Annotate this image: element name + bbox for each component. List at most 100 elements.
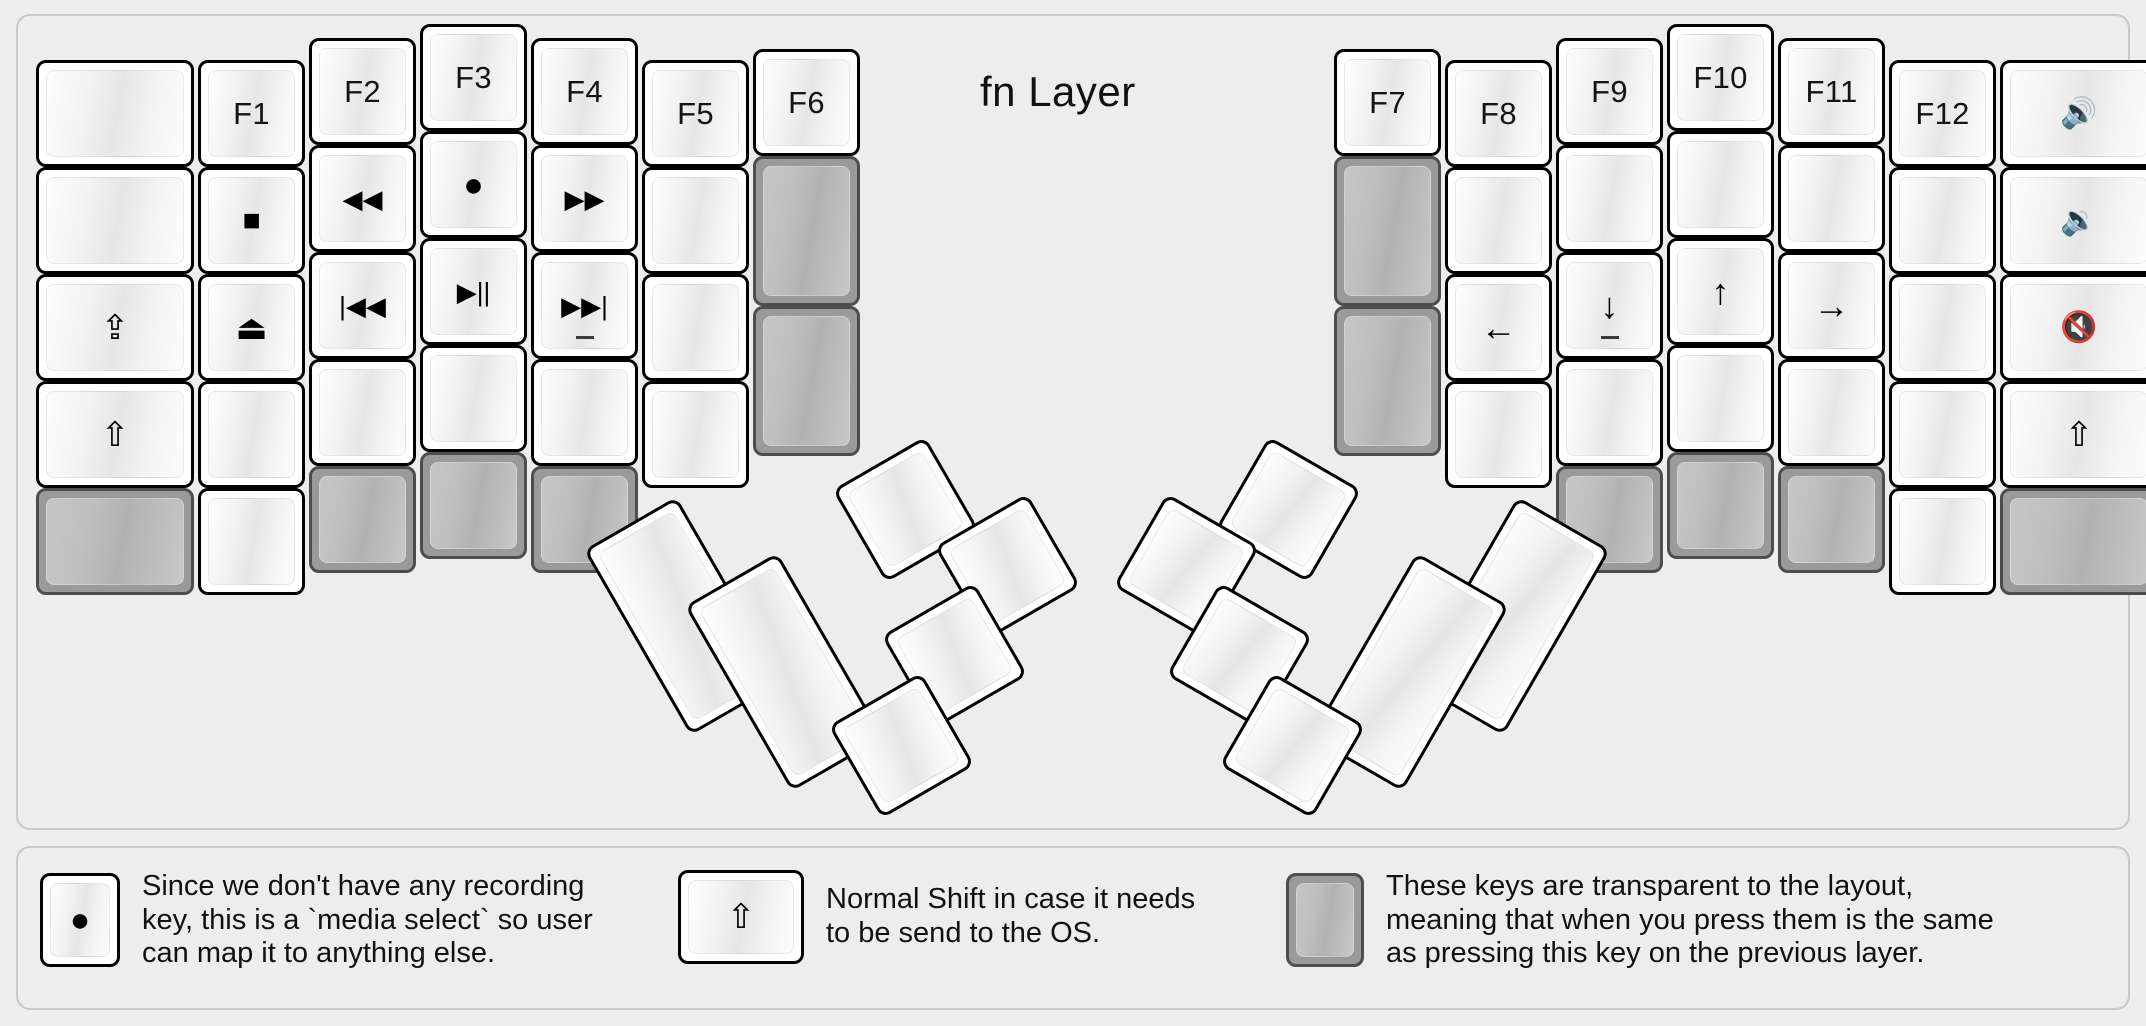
key-blank-l-inner-4[interactable]	[642, 381, 749, 488]
key-transparent-r-middle-5[interactable]	[1667, 452, 1774, 559]
key-label: F7	[1369, 85, 1406, 120]
key-f6[interactable]: F6	[753, 49, 860, 156]
keycap-surface	[1455, 177, 1542, 264]
keycap-surface	[430, 355, 517, 442]
volume-mute-icon: 🔇	[2060, 310, 2098, 344]
key-blank-l-index-4[interactable]	[531, 359, 638, 466]
key-blank-l-ring-4[interactable]	[309, 359, 416, 466]
keycap-surface	[46, 498, 184, 585]
media-next-track-icon: ▶▶|	[561, 290, 608, 321]
keycap-surface: 🔊	[2010, 70, 2146, 157]
key-blank-r-ring-2[interactable]	[1778, 145, 1885, 252]
key-media-play-pause[interactable]: ▶||	[420, 238, 527, 345]
legend-item-shift: ⇧ Normal Shift in case it needs to be se…	[678, 870, 1195, 964]
key-arrow-up[interactable]: ↑	[1667, 238, 1774, 345]
key-blank-r-middle-4[interactable]	[1667, 345, 1774, 452]
keycap-surface	[1788, 155, 1875, 242]
key-volume-down[interactable]: 🔉	[2000, 167, 2146, 274]
key-transparent-r-ring-5[interactable]	[1778, 466, 1885, 573]
key-blank-r-inner-4[interactable]	[1445, 381, 1552, 488]
key-volume-up[interactable]: 🔊	[2000, 60, 2146, 167]
keycap-surface	[652, 391, 739, 478]
key-blank-r-pinky-3[interactable]	[1889, 274, 1996, 381]
key-label: F12	[1915, 96, 1970, 131]
key-f9[interactable]: F9	[1556, 38, 1663, 145]
key-capslock[interactable]: ⇪	[36, 274, 194, 381]
key-blank-r-index-4[interactable]	[1556, 359, 1663, 466]
key-media-next-track[interactable]: ▶▶|	[531, 252, 638, 359]
shift-right-icon: ⇧	[2064, 415, 2094, 454]
key-f12[interactable]: F12	[1889, 60, 1996, 167]
key-transparent-l-outer-5[interactable]	[36, 488, 194, 595]
key-volume-mute[interactable]: 🔇	[2000, 274, 2146, 381]
key-blank-r-middle-2[interactable]	[1667, 131, 1774, 238]
key-f10[interactable]: F10	[1667, 24, 1774, 131]
key-blank-l-outer-1[interactable]	[36, 60, 194, 167]
keycap-surface: ←	[1455, 284, 1542, 371]
key-media-stop[interactable]: ■	[198, 167, 305, 274]
keycap-surface: F11	[1788, 48, 1875, 135]
key-f4[interactable]: F4	[531, 38, 638, 145]
key-shift-left[interactable]: ⇧	[36, 381, 194, 488]
key-blank-l-inner-2[interactable]	[642, 167, 749, 274]
key-label: F5	[677, 96, 714, 131]
media-record-icon: ●	[463, 165, 484, 204]
key-blank-l-outer-2[interactable]	[36, 167, 194, 274]
key-blank-r-ring-4[interactable]	[1778, 359, 1885, 466]
media-prev-track-icon: |◀◀	[339, 290, 386, 321]
keycap-surface: F8	[1455, 70, 1542, 157]
key-blank-r-pinky-4[interactable]	[1889, 381, 1996, 488]
keycap-surface: F2	[319, 48, 406, 135]
keycap-surface: ▶▶|	[541, 262, 628, 349]
keycap-surface: ↓	[1566, 262, 1653, 349]
key-arrow-right[interactable]: →	[1778, 252, 1885, 359]
key-label: F2	[344, 74, 381, 109]
key-media-eject[interactable]: ⏏	[198, 274, 305, 381]
key-media-rewind[interactable]: ◀◀	[309, 145, 416, 252]
legend-key-shift: ⇧	[678, 870, 804, 964]
key-transparent-l-extra-2[interactable]	[753, 156, 860, 306]
key-transparent-r-extra-3[interactable]	[1334, 306, 1441, 456]
key-media-prev-track[interactable]: |◀◀	[309, 252, 416, 359]
key-blank-l-pinky-4[interactable]	[198, 381, 305, 488]
key-arrow-down[interactable]: ↓	[1556, 252, 1663, 359]
key-blank-l-pinky-5[interactable]	[198, 488, 305, 595]
keycap-surface	[1677, 462, 1764, 549]
keycap-surface: F3	[430, 34, 517, 121]
media-stop-icon: ■	[242, 203, 261, 237]
key-f8[interactable]: F8	[1445, 60, 1552, 167]
keycap-surface: F1	[208, 70, 295, 157]
keycap-surface: 🔉	[2010, 177, 2146, 264]
key-label: F11	[1805, 74, 1858, 109]
media-eject-icon: ⏏	[235, 308, 268, 347]
key-blank-r-inner-2[interactable]	[1445, 167, 1552, 274]
media-rewind-icon: ◀◀	[342, 183, 383, 214]
key-blank-r-pinky-2[interactable]	[1889, 167, 1996, 274]
key-blank-l-middle-4[interactable]	[420, 345, 527, 452]
key-transparent-r-index-5[interactable]	[1556, 466, 1663, 573]
key-f3[interactable]: F3	[420, 24, 527, 131]
shift-key-sample: ⇧	[678, 870, 804, 964]
keycap-surface	[1566, 369, 1653, 456]
keycap-surface: F12	[1899, 70, 1986, 157]
key-f1[interactable]: F1	[198, 60, 305, 167]
key-f11[interactable]: F11	[1778, 38, 1885, 145]
key-f7[interactable]: F7	[1334, 49, 1441, 156]
key-shift-right[interactable]: ⇧	[2000, 381, 2146, 488]
key-transparent-r-extra-2[interactable]	[1334, 156, 1441, 306]
key-arrow-left[interactable]: ←	[1445, 274, 1552, 381]
key-media-fast-forward[interactable]: ▶▶	[531, 145, 638, 252]
keycap-surface	[1566, 155, 1653, 242]
key-transparent-l-ring-5[interactable]	[309, 466, 416, 573]
key-transparent-l-middle-5[interactable]	[420, 452, 527, 559]
key-blank-l-inner-3[interactable]	[642, 274, 749, 381]
key-media-record[interactable]: ●	[420, 131, 527, 238]
key-blank-r-pinky-5[interactable]	[1889, 488, 1996, 595]
key-transparent-r-outer-5[interactable]	[2000, 488, 2146, 595]
key-f2[interactable]: F2	[309, 38, 416, 145]
key-tick-mark	[1600, 336, 1619, 339]
key-f5[interactable]: F5	[642, 60, 749, 167]
arrow-left-icon: ←	[1480, 306, 1517, 348]
key-transparent-l-extra-3[interactable]	[753, 306, 860, 456]
key-blank-r-index-2[interactable]	[1556, 145, 1663, 252]
